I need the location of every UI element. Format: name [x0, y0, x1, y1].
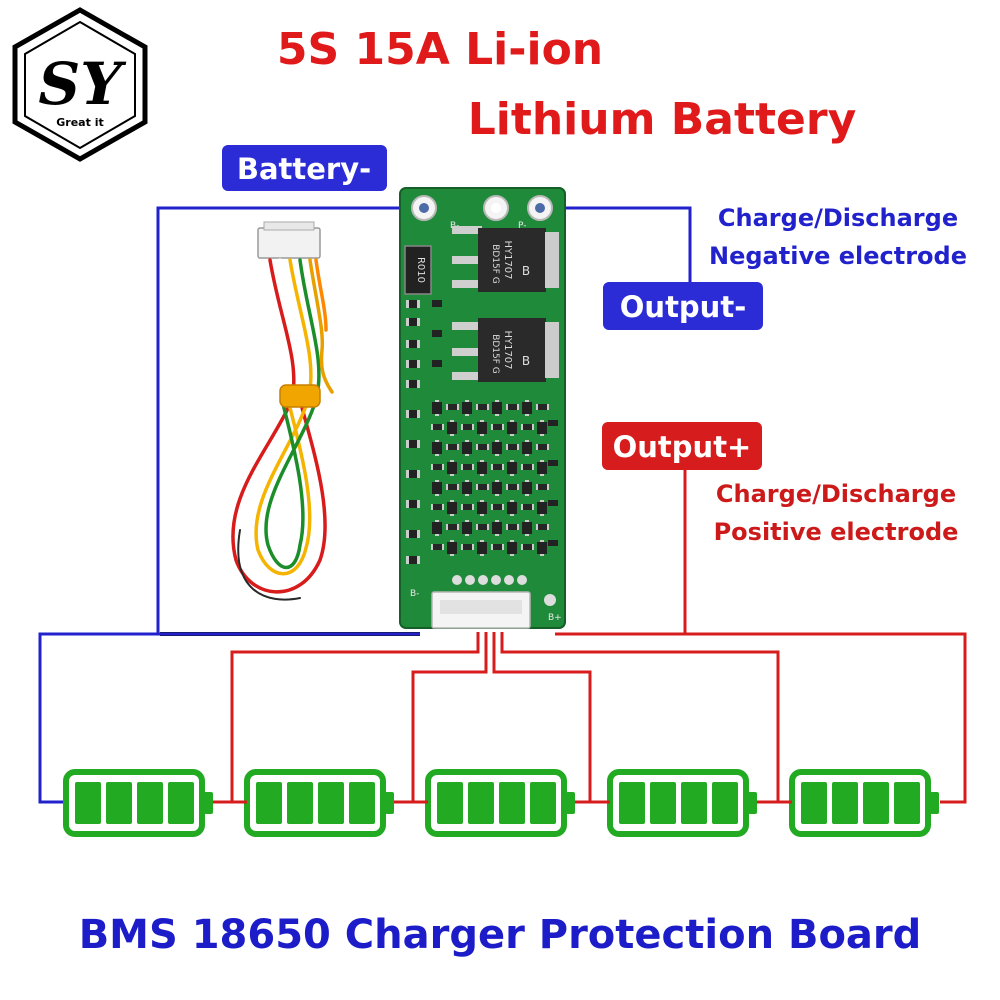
battery-cell-4 [607, 769, 757, 837]
mosfet-1-brand: HY1707 [502, 240, 513, 279]
charge-bar [75, 782, 101, 824]
battery-cell-3 [425, 769, 575, 837]
charge-bar [863, 782, 889, 824]
charge-bar [530, 782, 556, 824]
logo-letters: SY [38, 50, 127, 118]
bottom-b-minus-label: B- [410, 589, 419, 599]
charge-bar [712, 782, 738, 824]
charge-bar [650, 782, 676, 824]
mosfet-1: HY1707 BD15F G B [452, 226, 559, 292]
charge-bar [801, 782, 827, 824]
output-neg-badge: Output- [603, 282, 763, 330]
balance-pads [452, 575, 556, 606]
logo-tagline: Great it [56, 116, 103, 129]
mosfet-2-code: BD15F G [490, 334, 500, 374]
neg-desc-line-1: Charge/Discharge [718, 204, 958, 232]
battery-cells [63, 769, 939, 837]
battery-cell-2 [244, 769, 394, 837]
output-neg-label: Output- [620, 290, 746, 324]
pos-desc-line-1: Charge/Discharge [716, 480, 956, 508]
charge-bar [832, 782, 858, 824]
charge-bar [349, 782, 375, 824]
battery-neg-badge: Battery- [222, 145, 387, 191]
pad-p-minus-label: P- [518, 221, 526, 231]
title-line-2: Lithium Battery [468, 94, 857, 145]
pad-b-plus-label: B+ [548, 613, 562, 623]
charge-bar [468, 782, 494, 824]
battery-neg-label: Battery- [237, 152, 371, 186]
output-pos-label: Output+ [613, 430, 752, 464]
charge-bar [137, 782, 163, 824]
charge-bar [318, 782, 344, 824]
pos-desc-line-2: Positive electrode [714, 518, 959, 546]
footer-title: BMS 18650 Charger Protection Board [79, 912, 922, 958]
brand-logo: SY Great it [12, 7, 148, 162]
charge-bar [437, 782, 463, 824]
resistor-label: R010 [415, 257, 426, 283]
wiring [38, 206, 967, 804]
mosfet-1-code: BD15F G [490, 244, 500, 284]
charge-bar [287, 782, 313, 824]
battery-cell-5 [789, 769, 939, 837]
charge-bar [499, 782, 525, 824]
mosfet-2: HY1707 BD15F G B [452, 318, 559, 382]
smd-components [406, 300, 558, 564]
charge-bar [681, 782, 707, 824]
battery-cell-1 [63, 769, 213, 837]
charge-bar [106, 782, 132, 824]
output-pos-badge: Output+ [602, 422, 762, 470]
neg-desc-line-2: Negative electrode [709, 242, 967, 270]
charge-bar [168, 782, 194, 824]
charge-bar [894, 782, 920, 824]
charge-bar [256, 782, 282, 824]
mosfet-2-brand: HY1707 [502, 330, 513, 369]
mosfet-2-mark: B [522, 354, 530, 368]
mosfet-1-mark: B [522, 264, 530, 278]
charge-bar [619, 782, 645, 824]
protection-board: B- P- R010 HY1707 BD15F G B HY1707 BD15F… [399, 187, 566, 629]
balance-cable-image [231, 221, 334, 601]
title-line-1: 5S 15A Li-ion [277, 24, 603, 75]
